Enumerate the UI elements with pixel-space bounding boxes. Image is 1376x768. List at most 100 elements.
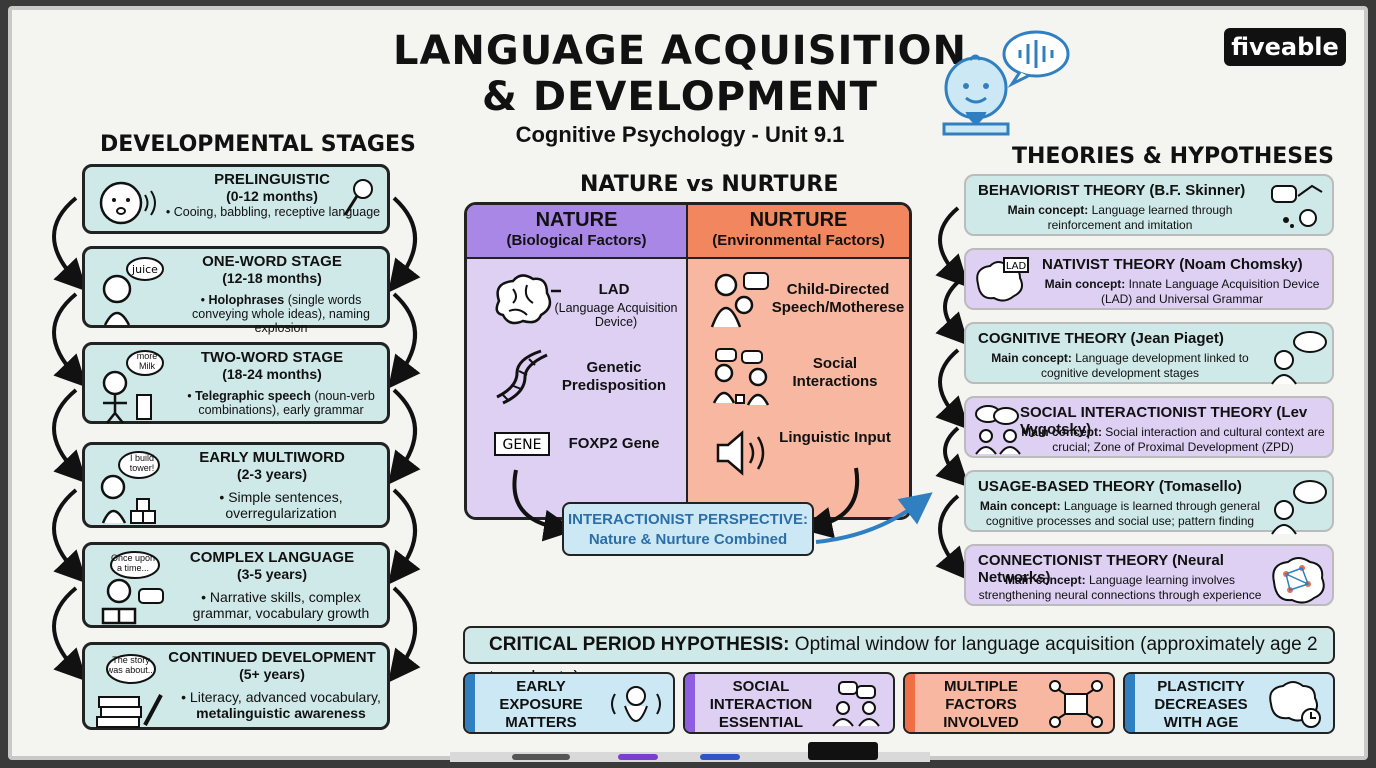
nurture-column: NURTURE (Environmental Factors) Child-Di… — [688, 205, 909, 517]
theory-desc: Main concept: Language is learned throug… — [978, 499, 1262, 529]
interactionist-box: INTERACTIONIST PERSPECTIVE: Nature & Nur… — [562, 502, 814, 556]
factor-label: Genetic Predisposition — [561, 359, 667, 394]
stage-desc: • Narrative skills, complex grammar, voc… — [192, 589, 370, 621]
nature-subtitle: (Biological Factors) — [506, 232, 647, 249]
theory-desc: Main concept: Language learned through r… — [978, 203, 1262, 233]
stage-age: (0-12 months) — [226, 188, 318, 204]
stage-prelinguistic: PRELINGUISTIC (0-12 months) • Cooing, ba… — [82, 164, 390, 234]
stage-continued-development: The story was about... CONTINUED DEVELOP… — [82, 642, 390, 730]
theory-name: SOCIAL INTERACTIONIST THEORY (Lev Vygots… — [1020, 404, 1308, 438]
marker-gray — [512, 754, 570, 760]
thinking-child-icon — [1271, 331, 1327, 385]
title-line-2: & DEVELOPMENT — [482, 74, 878, 120]
stage-desc: • Holophrases (single words conveying wh… — [192, 293, 370, 335]
speech-bubble-text: Once upon a time... — [110, 553, 156, 573]
page-title: LANGUAGE ACQUISITION & DEVELOPMENT — [380, 28, 980, 120]
concept-label: Main concept: — [1021, 425, 1102, 439]
stage-one-word: juice ONE-WORD STAGE (12-18 months) • Ho… — [82, 246, 390, 335]
card-line2: EXPOSURE — [499, 696, 583, 713]
two-people-talking-icon — [832, 681, 880, 727]
girl-thinking-icon — [1271, 480, 1327, 535]
theory-name: USAGE-BASED THEORY (Tomasello) — [978, 478, 1242, 495]
concept-label: Main concept: — [979, 499, 1061, 513]
critical-period-box: CRITICAL PERIOD HYPOTHESIS: Optimal wind… — [463, 626, 1335, 689]
marker-blue — [700, 754, 740, 760]
nature-column: NATURE (Biological Factors) LAD (Languag… — [467, 205, 688, 517]
lad-tag-text: LAD — [1006, 261, 1027, 272]
stage-complex-language: Once upon a time... COMPLEX LANGUAGE (3-… — [82, 542, 390, 628]
marker-tray — [450, 752, 930, 762]
stage-name: TWO-WORD STAGE — [200, 349, 344, 366]
toddler-icon: juice — [102, 257, 164, 326]
theory-name: CONNECTIONIST THEORY (Neural Networks) — [978, 552, 1224, 586]
child-blocks-icon — [100, 451, 160, 524]
theory-name: COGNITIVE THEORY (Jean Piaget) — [978, 330, 1224, 347]
factor-label: Linguistic Input — [779, 429, 891, 446]
theory-desc: Main concept: Language learning involves… — [978, 573, 1262, 603]
speech-bubble-text: The story was about... — [106, 655, 156, 675]
nurture-subtitle: (Environmental Factors) — [712, 232, 885, 249]
speech-bubble-text: I build tower! — [129, 453, 155, 473]
card-accent-bar — [905, 674, 915, 732]
stage-desc: • Cooing, babbling, receptive language — [165, 205, 381, 219]
concept-text: Language learning involves strengthening… — [978, 573, 1262, 602]
stage-desc-bold: metalinguistic awareness — [196, 705, 366, 721]
speech-bubble-text: more Milk — [136, 351, 158, 371]
children-playing-icon — [712, 348, 770, 406]
stage-desc: • Simple sentences, overregularization — [219, 489, 343, 521]
theory-cognitive: COGNITIVE THEORY (Jean Piaget) Main conc… — [964, 322, 1334, 385]
stage-age: (5+ years) — [239, 666, 305, 682]
theory-desc: Main concept: Language development linke… — [978, 351, 1262, 381]
baby-face-icon — [99, 181, 156, 225]
stage-name: CONTINUED DEVELOPMENT — [168, 649, 376, 666]
nurture-header: NURTURE (Environmental Factors) — [688, 205, 909, 259]
factor-label: Social Interactions — [792, 355, 878, 390]
theory-desc: Main concept: Innate Language Acquisitio… — [1042, 277, 1322, 307]
stage-desc-lead: • Literacy, advanced vocabulary, — [181, 689, 381, 705]
marker-purple — [618, 754, 658, 760]
dna-icon — [496, 349, 548, 405]
stage-desc-rest: (single words conveying whole ideas), na… — [192, 293, 370, 335]
card-line3: MATTERS — [505, 714, 577, 731]
fiveable-logo: fiveable — [1224, 28, 1346, 66]
stage-name: PRELINGUISTIC — [214, 171, 330, 188]
factor-genetic: Genetic Predisposition — [467, 347, 687, 417]
stage-age: (3-5 years) — [236, 566, 308, 582]
stage-desc-bold: Holophrases — [208, 293, 285, 307]
title-line-1: LANGUAGE ACQUISITION — [392, 28, 968, 74]
concept-text: Language development linked to cognitive… — [1040, 351, 1249, 380]
interactionist-line1: INTERACTIONIST PERSPECTIVE: — [567, 511, 809, 528]
eraser — [808, 742, 878, 760]
stage-two-word: more Milk TWO-WORD STAGE (18-24 months) … — [82, 342, 390, 424]
concept-label: Main concept: — [991, 351, 1072, 365]
swaddled-baby-icon — [611, 686, 661, 722]
card-accent-bar — [1125, 674, 1135, 732]
stage-desc: • Telegraphic speech (noun-verb combinat… — [187, 389, 375, 417]
speech-bubble-text: juice — [131, 263, 158, 276]
theories-heading: THEORIES & HYPOTHESES — [1012, 144, 1334, 169]
factor-social: Social Interactions — [688, 347, 908, 417]
critical-label: CRITICAL PERIOD HYPOTHESIS: — [489, 634, 790, 655]
rattle-icon — [343, 179, 373, 216]
theory-social-interactionist: SOCIAL INTERACTIONIST THEORY (Lev Vygots… — [964, 396, 1334, 458]
gene-label-icon: GENE — [494, 432, 550, 456]
stage-desc-bold: Telegraphic speech — [195, 389, 311, 403]
stage-desc-rest: (noun-verb combinations), early grammar — [198, 389, 375, 417]
brain-icon — [495, 274, 561, 325]
theory-connectionist: CONNECTIONIST THEORY (Neural Networks) M… — [964, 544, 1334, 606]
theory-name: BEHAVIORIST THEORY (B.F. Skinner) — [978, 182, 1246, 199]
child-milk-icon — [102, 350, 164, 424]
conversation-icon — [975, 405, 1021, 455]
stage-early-multiword: I build tower! EARLY MULTIWORD (2-3 year… — [82, 442, 390, 528]
factor-sub: (Language Acquisition Device) — [554, 301, 678, 329]
card-accent-bar — [465, 674, 475, 732]
page-subtitle: Cognitive Psychology - Unit 9.1 — [515, 122, 845, 147]
baby-speech-icon — [942, 30, 1070, 136]
stages-heading: DEVELOPMENTAL STAGES — [100, 132, 416, 157]
theory-name: NATIVIST THEORY (Noam Chomsky) — [1042, 256, 1303, 273]
concept-text: Innate Language Acquisition Device (LAD)… — [1100, 277, 1320, 306]
concept-label: Main concept: — [1007, 203, 1089, 217]
